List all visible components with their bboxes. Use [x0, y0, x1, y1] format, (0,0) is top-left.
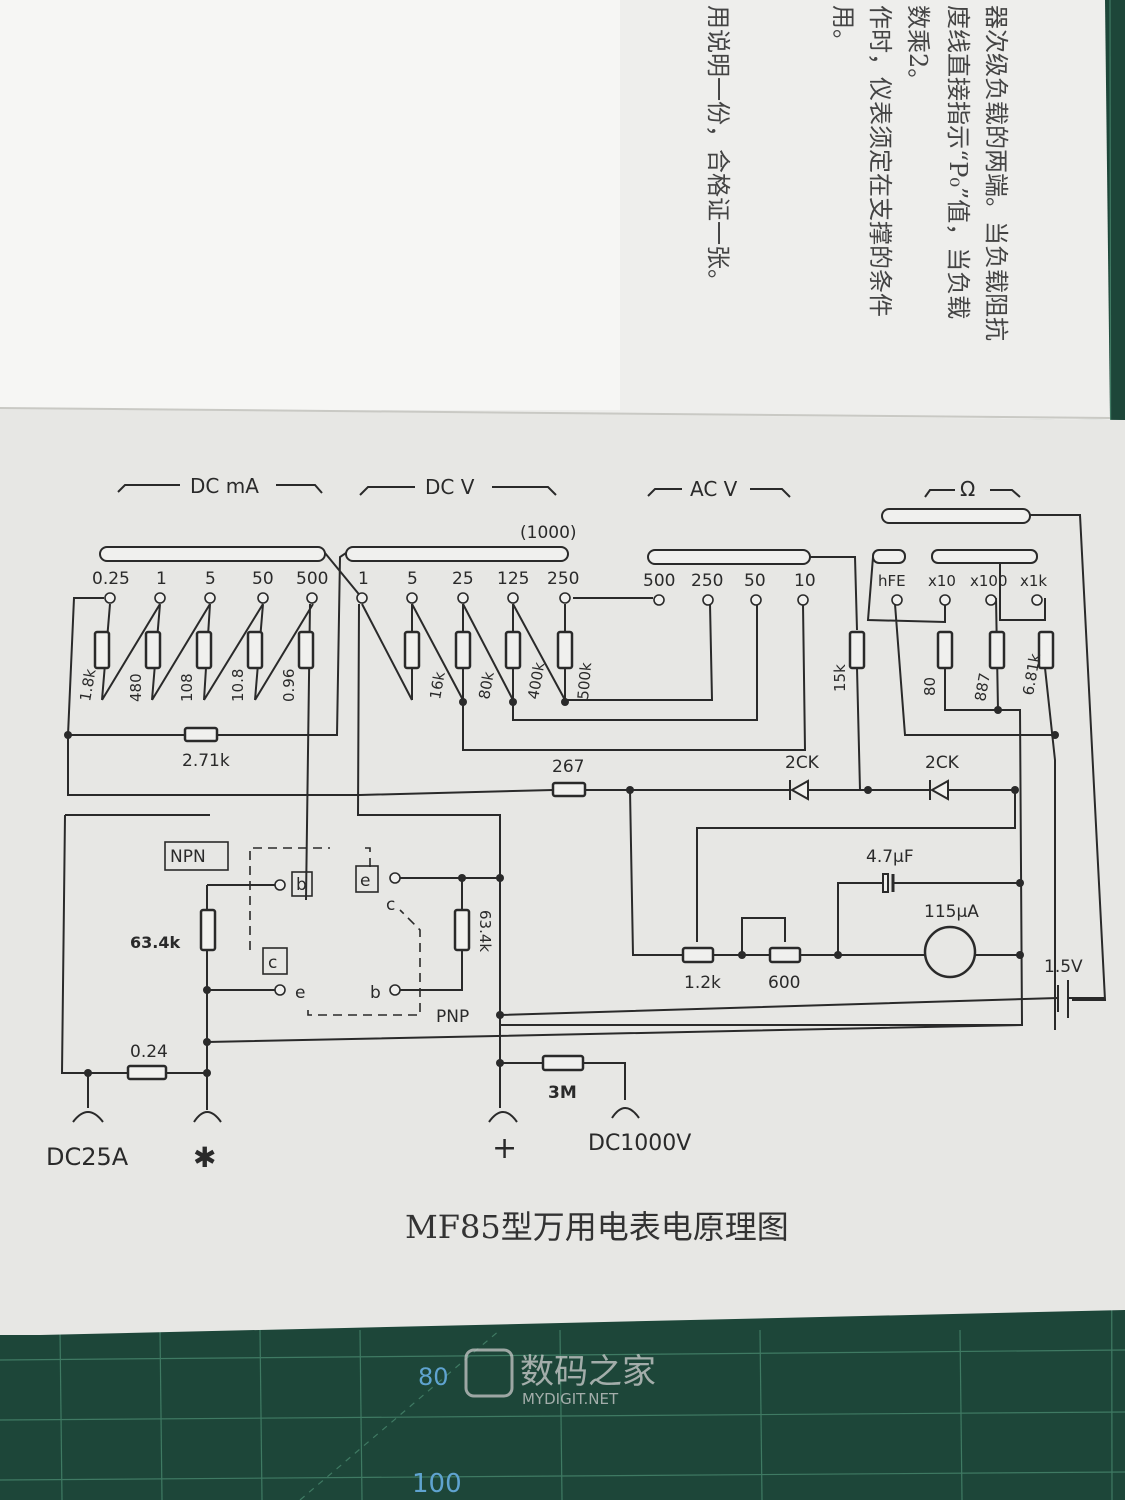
pin-label: e — [360, 871, 370, 891]
paper-fold — [0, 407, 1111, 419]
pin-label: c — [386, 895, 395, 915]
npn-label: NPN — [170, 847, 206, 867]
range-label: 50 — [744, 571, 766, 591]
diode-label: 2CK — [785, 753, 820, 773]
pot-wipers — [696, 918, 786, 942]
header-dcma: DC mA — [190, 474, 259, 498]
resistor-label: 500k — [574, 661, 595, 700]
range-label: 500 — [296, 569, 328, 589]
pin-label: e — [295, 983, 305, 1003]
manual-text: 器次级负载的两端。当负载阻抗 度线直接指示“P₀”值，当负载 作时，仪表须定在支… — [704, 5, 1010, 341]
pin-label: b — [296, 875, 307, 895]
resistor-label: 887 — [971, 671, 994, 702]
resistor-label: 80k — [475, 670, 498, 701]
diode-icon — [789, 779, 949, 801]
resistor-label: 80 — [921, 677, 939, 696]
text-line: 作时，仪表须定在支撑的条件 — [866, 5, 894, 317]
r267-label: 267 — [552, 757, 584, 777]
range-label: hFE — [878, 572, 906, 590]
resistor-label: 0.96 — [280, 669, 298, 702]
range-label: 25 — [452, 569, 474, 589]
resistor-label: 63.4k — [130, 933, 180, 952]
watermark-logo-icon — [464, 1348, 514, 1398]
header-ohm: Ω — [960, 477, 975, 501]
watermark-site: MYDIGIT.NET — [522, 1390, 619, 1408]
meter-label: 115μA — [924, 902, 979, 922]
resistor-label: 1.8k — [76, 667, 99, 702]
capacitor-label: 4.7μF — [866, 847, 914, 867]
text-line: 度线直接指示“P₀”值，当负载 — [944, 5, 972, 319]
meter-movement-icon — [923, 925, 977, 979]
battery-icon — [1057, 980, 1069, 1018]
capacitor-icon — [882, 873, 895, 893]
header-acv: AC V — [690, 477, 738, 501]
range-label: 5 — [205, 569, 216, 589]
jack-label-dc25a: DC25A — [46, 1143, 129, 1171]
range-label: 250 — [691, 571, 723, 591]
range-labels: 0.25 1 5 50 500 1 5 25 125 250 500 250 5… — [92, 569, 1047, 591]
range-label: 10 — [794, 571, 816, 591]
switch-terminals[interactable] — [104, 592, 1043, 996]
pin-label: b — [370, 983, 381, 1003]
pin-label: c — [268, 953, 277, 973]
range-label: x10 — [928, 572, 956, 590]
range-label: 500 — [643, 571, 675, 591]
diode-label: 2CK — [925, 753, 960, 773]
schematic-paper — [0, 408, 1125, 1335]
range-headers: DC mA DC V AC V Ω (1000) — [117, 474, 1021, 543]
dcv-1000-note: (1000) — [520, 523, 577, 543]
r024-label: 0.24 — [130, 1042, 168, 1062]
text-line: 器次级负载的两端。当负载阻抗 — [982, 5, 1010, 341]
range-label: 1 — [358, 569, 369, 589]
range-label: 0.25 — [92, 569, 130, 589]
resistor-label: 63.4k — [476, 910, 494, 952]
jack-label-dc1000v: DC1000V — [588, 1131, 691, 1156]
component-labels: 1.8k 480 108 10.8 0.96 16k 80k 400k 500k… — [76, 652, 1083, 1103]
top-paper-left — [0, 0, 620, 410]
range-label: 5 — [407, 569, 418, 589]
wires — [60, 514, 1107, 1110]
range-label: 125 — [497, 569, 529, 589]
switch-bars — [99, 508, 1038, 565]
text-line: 用。 — [829, 5, 857, 53]
schematic-title: MF85型万用电表电原理图 — [405, 1208, 789, 1246]
junctions — [64, 698, 1059, 1077]
resistor-label: 480 — [127, 673, 145, 702]
watermark-brand: 数码之家 — [520, 1352, 656, 1392]
shunt-label: 2.71k — [182, 751, 230, 771]
r3m-label: 3M — [548, 1083, 577, 1103]
pot-label: 600 — [768, 973, 800, 993]
range-label: 50 — [252, 569, 274, 589]
pot-label: 1.2k — [684, 973, 721, 993]
jack-label-plus: + — [492, 1131, 517, 1166]
resistor-label: 108 — [178, 673, 196, 702]
jack-label-common: ✱ — [193, 1141, 216, 1174]
range-label: 1 — [156, 569, 167, 589]
pin-boxes — [164, 841, 379, 975]
resistor-label: 15k — [831, 664, 849, 692]
resistor-label: 10.8 — [229, 669, 247, 702]
range-label: x1k — [1020, 572, 1047, 590]
watermark: 数码之家 MYDIGIT.NET — [464, 1348, 656, 1408]
text-line: 数乘2。 — [904, 5, 932, 92]
text-line: 用说明一份，合格证一张。 — [704, 5, 732, 293]
mat-number: 80 — [418, 1363, 449, 1391]
battery-label: 1.5V — [1044, 957, 1083, 977]
resistor-label: 16k — [426, 670, 449, 701]
transistor-socket-outline — [249, 847, 421, 1016]
header-dcv: DC V — [425, 475, 475, 499]
resistors — [93, 630, 1055, 1081]
mat-number: 100 — [412, 1469, 462, 1499]
jack-icons[interactable] — [72, 1107, 640, 1123]
range-label: x100 — [970, 572, 1008, 590]
jack-labels: DC25A ✱ + DC1000V — [46, 1131, 691, 1174]
range-label: 250 — [547, 569, 579, 589]
pnp-label: PNP — [436, 1007, 469, 1027]
